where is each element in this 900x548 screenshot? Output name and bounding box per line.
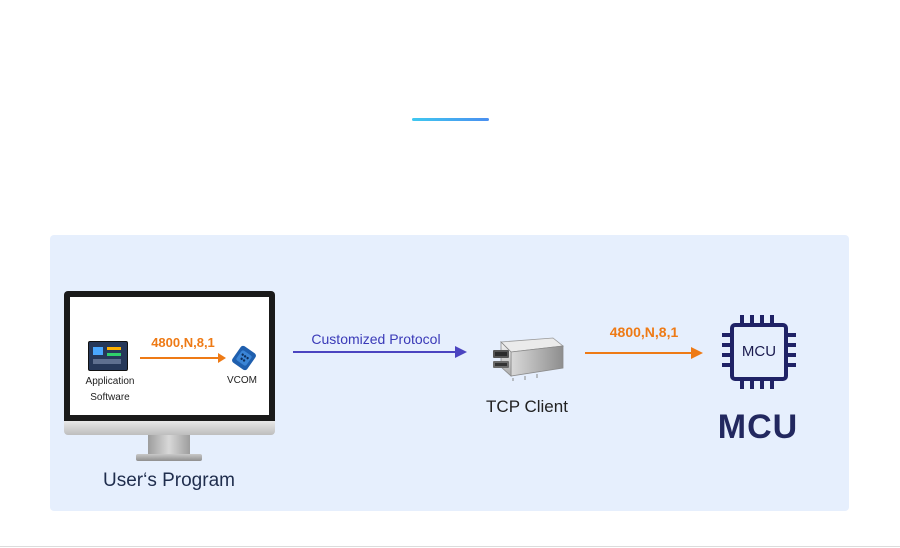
application-software-label: Application Software: [74, 374, 146, 406]
monitor-bezel: Application Software 4800,N,8,1: [64, 291, 275, 421]
mcu-protocol-label: 4800,N,8,1: [609, 324, 679, 340]
application-window-icon: [88, 341, 128, 371]
bottom-divider: [0, 546, 900, 547]
app-label-line2: Software: [90, 392, 130, 403]
rj45-module-icon: [493, 337, 564, 381]
title-accent-line: [412, 118, 489, 121]
screen-protocol-label: 4800,N,8,1: [151, 335, 215, 350]
mcu-chip-icon: [722, 315, 796, 389]
monitor: Application Software 4800,N,8,1: [64, 291, 275, 463]
monitor-screen: Application Software 4800,N,8,1: [70, 297, 269, 415]
protocol-arrow-icon: [293, 346, 467, 358]
monitor-chin: [64, 421, 275, 435]
mcu-chip-label: MCU: [741, 343, 777, 360]
vcom-label: VCOM: [227, 375, 257, 386]
monitor-stand-neck: [148, 435, 190, 455]
serial-connector-icon: [232, 345, 256, 371]
tcp-client-caption: TCP Client: [486, 397, 568, 416]
customized-protocol-label: Customized Protocol: [311, 331, 441, 347]
mcu-arrow-icon: [585, 347, 703, 359]
monitor-stand-foot: [136, 454, 202, 461]
app-label-line1: Application: [85, 376, 135, 387]
screen-arrow-icon: [140, 353, 226, 363]
mcu-caption: MCU: [717, 408, 799, 446]
users-program-caption: User‘s Program: [103, 470, 235, 491]
